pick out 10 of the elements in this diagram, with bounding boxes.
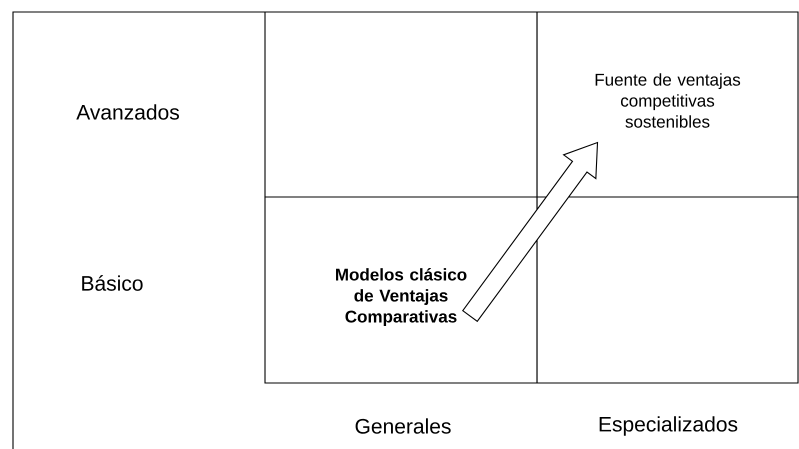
- grid-cell: [264, 196, 538, 384]
- grid-cell: [264, 11, 538, 198]
- grid-cell: [536, 11, 799, 198]
- axis-label: Avanzados: [76, 104, 179, 120]
- cell-text: Modelos clásico de Ventajas Comparativas: [336, 268, 466, 326]
- grid-cell: [536, 196, 799, 384]
- axis-label: Básico: [82, 275, 143, 291]
- axis-label: Especializados: [600, 416, 738, 436]
- axis-label: Generales: [356, 418, 451, 434]
- cell-text: Fuente de ventajas competitivas sostenibles: [596, 73, 740, 128]
